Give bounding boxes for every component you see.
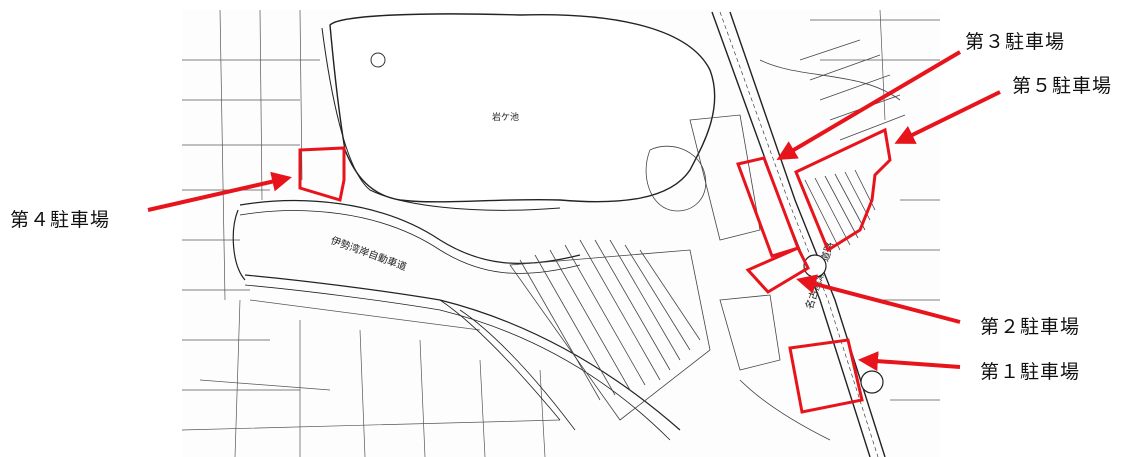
parcel-lines bbox=[181, 9, 940, 457]
service-area-facilities bbox=[645, 59, 901, 441]
iwagaike-pond bbox=[329, 13, 716, 203]
label-parking-lot-2: 第２駐車場 bbox=[980, 316, 1081, 338]
label-parking-lot-3: 第３駐車場 bbox=[965, 31, 1066, 53]
label-parking-lot-5: 第５駐車場 bbox=[1012, 75, 1113, 97]
arrow-lot-3 bbox=[776, 50, 962, 161]
parking-lot-4-outline bbox=[298, 146, 346, 202]
isewangan-expressway bbox=[232, 199, 681, 441]
arrow-lot-2 bbox=[796, 274, 961, 324]
central-parking-rows bbox=[509, 239, 711, 421]
parking-lot-1-outline bbox=[788, 338, 864, 414]
arrow-lot-4 bbox=[147, 171, 292, 212]
roundabout-south bbox=[860, 370, 884, 394]
arrow-lot-5 bbox=[894, 90, 1001, 144]
label-parking-lot-1: 第１駐車場 bbox=[980, 361, 1081, 383]
pond-name-label: 岩ケ池 bbox=[492, 111, 519, 123]
parking-lot-2-outline bbox=[745, 246, 810, 294]
arrow-lot-1 bbox=[858, 351, 961, 372]
parking-lot-5-outline bbox=[794, 127, 892, 253]
label-parking-lot-4: 第４駐車場 bbox=[10, 209, 111, 231]
east-parking-rows bbox=[799, 39, 906, 251]
